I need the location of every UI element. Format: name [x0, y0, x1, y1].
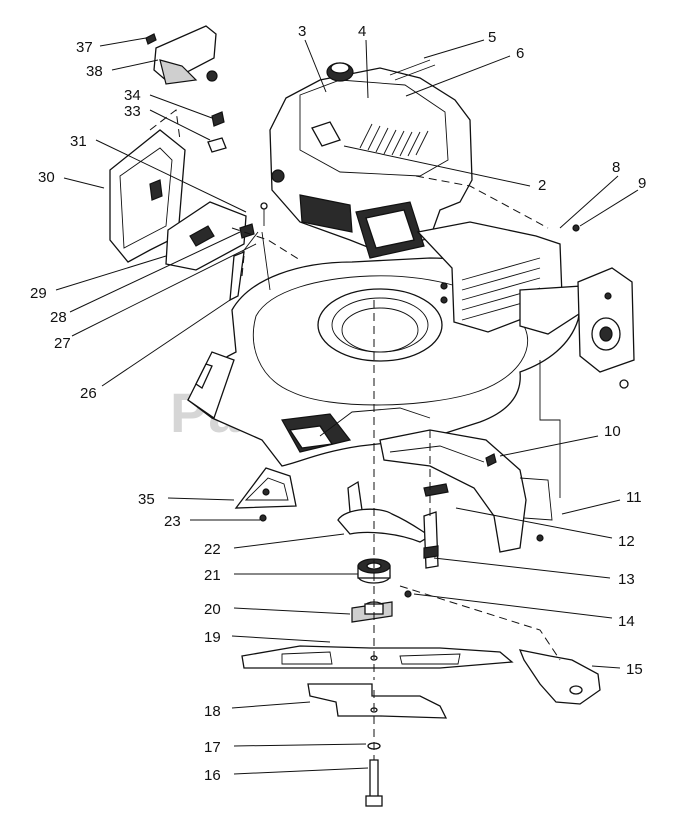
callout-18: 18 — [204, 703, 221, 720]
callout-20: 20 — [204, 601, 221, 618]
callout-22: 22 — [204, 541, 221, 558]
engine-assembly — [269, 59, 473, 259]
mulch-plug — [518, 649, 601, 705]
callout-14: 14 — [618, 613, 635, 630]
callout-9: 9 — [638, 175, 646, 192]
callout-2: 2 — [538, 177, 546, 194]
mulching-blade — [307, 683, 448, 719]
callout-28: 28 — [50, 309, 67, 326]
callout-27: 27 — [54, 335, 71, 352]
callout-12: 12 — [618, 533, 635, 550]
callout-5: 5 — [488, 29, 496, 46]
callout-23: 23 — [164, 513, 181, 530]
callout-15: 15 — [626, 661, 643, 678]
callout-13: 13 — [618, 571, 635, 588]
callout-35: 35 — [138, 491, 155, 508]
callout-16: 16 — [204, 767, 221, 784]
callout-labels: 37 38 34 33 31 30 29 28 27 26 3 4 5 6 2 … — [30, 23, 646, 784]
callout-38: 38 — [86, 63, 103, 80]
callout-31: 31 — [70, 133, 87, 150]
top-small-parts — [145, 25, 227, 153]
callout-19: 19 — [204, 629, 221, 646]
callout-37: 37 — [76, 39, 93, 56]
callout-29: 29 — [30, 285, 47, 302]
callout-10: 10 — [604, 423, 621, 440]
callout-21: 21 — [204, 567, 221, 584]
rear-door-assembly — [109, 129, 247, 271]
engine-cooling-fins — [359, 123, 429, 157]
leader-lines — [55, 37, 639, 775]
callout-4: 4 — [358, 23, 366, 40]
spindle-parts — [337, 480, 439, 623]
callout-30: 30 — [38, 169, 55, 186]
callout-11: 11 — [626, 489, 642, 506]
callout-26: 26 — [80, 385, 97, 402]
callout-17: 17 — [204, 739, 221, 756]
callout-34: 34 — [124, 87, 141, 104]
callout-33: 33 — [124, 103, 141, 120]
cover-plate — [234, 467, 297, 522]
blade-bolt-and-washer — [365, 742, 383, 807]
mower-blade — [241, 645, 514, 669]
rear-bracket-plate — [577, 267, 635, 389]
hardware-fasteners — [440, 224, 580, 542]
muffler-shield — [416, 221, 583, 335]
callout-3: 3 — [298, 23, 306, 40]
callout-8: 8 — [612, 159, 620, 176]
callout-6: 6 — [516, 45, 524, 62]
alignment-lines — [149, 109, 561, 760]
rear-door-pivot-rod — [229, 202, 271, 302]
